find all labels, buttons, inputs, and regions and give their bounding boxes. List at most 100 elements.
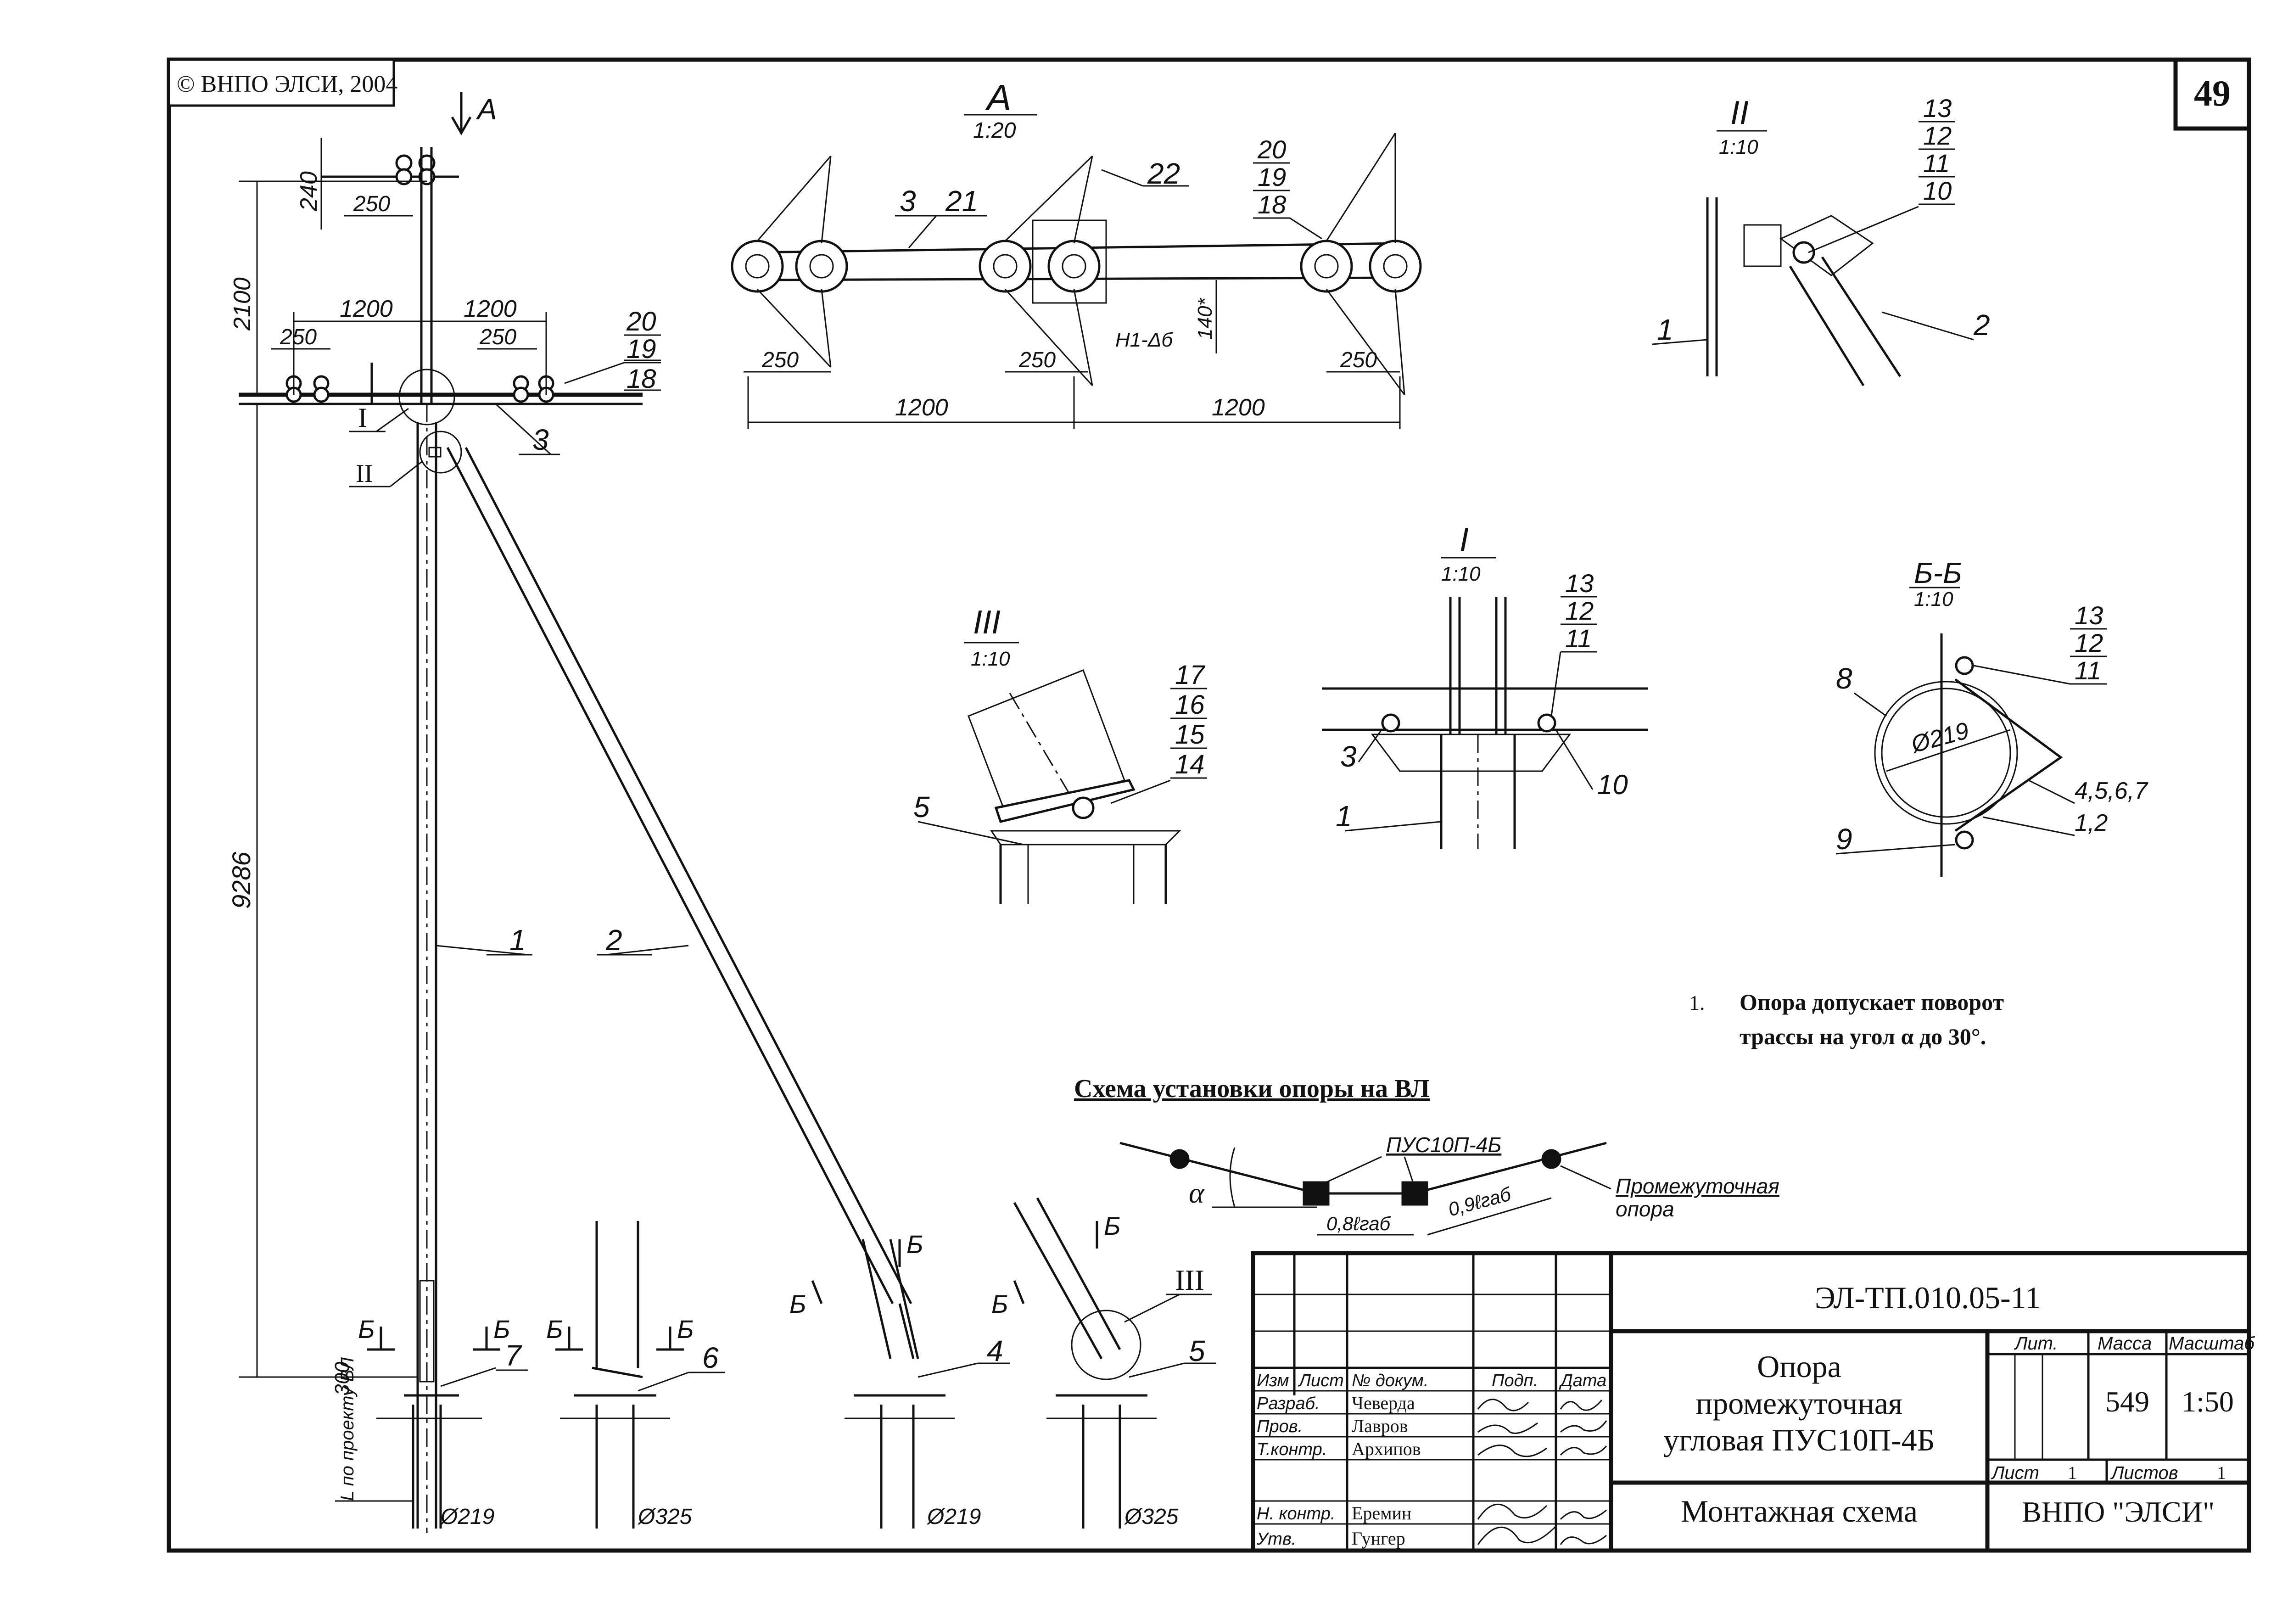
- detail-ii-callout-1: 1: [1657, 313, 1673, 346]
- callout-III-main: III: [1175, 1264, 1204, 1296]
- dim-250-left: 250: [280, 325, 317, 349]
- sheet-value: 1: [2068, 1462, 2077, 1483]
- drawing-frame: © ВНПО ЭЛСИ, 2004 49: [167, 57, 2251, 1553]
- detail-ii-callout-11: 11: [1923, 149, 1950, 178]
- detail-iii-callout-15: 15: [1175, 720, 1205, 750]
- dim-240: 240: [296, 171, 322, 212]
- dim-1200-right: 1200: [464, 296, 517, 322]
- view-a-callout-21: 21: [945, 185, 978, 218]
- role-utv: Утв.: [1256, 1529, 1296, 1549]
- copyright-text: © ВНПО ЭЛСИ, 2004: [177, 71, 397, 97]
- callout-6: 6: [702, 1341, 719, 1374]
- pole-node-3: [1401, 1181, 1428, 1206]
- callout-7: 7: [505, 1339, 522, 1372]
- detail-ii-title: II: [1730, 95, 1749, 131]
- section-bb-callout-12: 12: [2075, 628, 2103, 657]
- col-izm: Изм: [1257, 1371, 1289, 1390]
- org-name: ВНПО "ЭЛСИ": [2022, 1495, 2215, 1528]
- view-a-callout-18: 18: [1258, 190, 1286, 219]
- insulators-crossarm: [285, 375, 554, 403]
- section-bb: Б-Б 1:10 Ø219 13 12 11 8 4,5,6,7 1,2 9: [1835, 556, 2148, 877]
- callout-I-main: I: [358, 403, 367, 433]
- name-prov: Лавров: [1352, 1416, 1408, 1436]
- dim-250-right: 250: [479, 325, 516, 349]
- detail-i: I 1:10 13 12 11 3 10 1: [1322, 521, 1648, 849]
- callout-2-main: 2: [605, 924, 622, 957]
- view-a-callout-20: 20: [1257, 135, 1286, 164]
- callout-20: 20: [626, 307, 656, 336]
- name-utv: Гунгер: [1352, 1528, 1405, 1549]
- section-bb-callout-4567: 4,5,6,7: [2075, 778, 2148, 804]
- detail-iii-scale: 1:10: [971, 648, 1010, 670]
- col-data: Дата: [1559, 1371, 1606, 1390]
- pole-node-2: [1303, 1181, 1330, 1206]
- scheme-intermediate-1: Промежуточная: [1616, 1174, 1779, 1198]
- sheet-label: Лист: [1991, 1463, 2039, 1483]
- scale-value: 1:50: [2182, 1385, 2234, 1418]
- view-arrow-label: А: [476, 93, 497, 126]
- foundation-view-5: Б Б III 5 Ø325: [991, 1197, 1216, 1529]
- note-line-2: трассы на угол α до 30°.: [1740, 1024, 1986, 1049]
- detail-i-callout-12: 12: [1565, 596, 1594, 625]
- scheme-support-label: ПУС10П-4Б: [1386, 1133, 1501, 1157]
- detail-i-callout-10: 10: [1597, 769, 1628, 800]
- detail-iii-callout-17: 17: [1175, 660, 1206, 690]
- subtitle: Монтажная схема: [1681, 1494, 1918, 1529]
- foundation-view-6: Б Б 6 Ø325: [546, 1221, 725, 1529]
- detail-ii-callout-12: 12: [1923, 121, 1952, 150]
- section-mark-b-2: Б: [493, 1315, 510, 1344]
- callout-4: 4: [987, 1334, 1003, 1367]
- detail-iii: III 1:10 17 16 15 14 5: [913, 604, 1207, 904]
- view-a-dim-250-3: 250: [1340, 348, 1377, 372]
- section-bb-callout-8: 8: [1836, 662, 1852, 695]
- section-bb-title: Б-Б: [1914, 556, 1962, 589]
- insulator-top: [395, 154, 436, 185]
- sheet-number: 49: [2194, 73, 2231, 114]
- hdr-mass: Масса: [2098, 1333, 2152, 1354]
- title-line-1: Опора: [1757, 1349, 1841, 1384]
- dim-9286: 9286: [227, 851, 256, 909]
- detail-i-callout-13: 13: [1565, 569, 1594, 598]
- diameter-219-a: Ø219: [440, 1505, 494, 1529]
- callout-19: 19: [627, 334, 656, 364]
- detail-i-callout-11: 11: [1565, 624, 1592, 653]
- detail-iii-callout-5: 5: [913, 790, 930, 823]
- section-bb-callout-9: 9: [1836, 823, 1852, 856]
- section-mark-b-3: Б: [546, 1315, 563, 1344]
- pole-node-1: [1169, 1149, 1190, 1169]
- detail-iii-callout-16: 16: [1175, 690, 1205, 720]
- dim-2100: 2100: [229, 277, 256, 331]
- view-a-callout-22: 22: [1147, 157, 1180, 190]
- col-ndoc: № докум.: [1352, 1371, 1428, 1390]
- hdr-scale: Масштаб: [2169, 1333, 2255, 1354]
- note-number: 1.: [1689, 991, 1705, 1014]
- detail-ii-callout-10: 10: [1923, 176, 1952, 205]
- name-nkontr: Еремин: [1352, 1503, 1411, 1523]
- note: 1. Опора допускает поворот трассы на уго…: [1689, 989, 2004, 1049]
- title-line-3: угловая ПУС10П-4Б: [1663, 1422, 1935, 1457]
- note-line-1: Опора допускает поворот: [1740, 989, 2004, 1015]
- scheme-intermediate-2: опора: [1616, 1197, 1674, 1221]
- mass-value: 549: [2105, 1385, 2149, 1418]
- main-view: А 240 250 2100 1200 1200 250: [227, 92, 915, 1533]
- role-prov: Пров.: [1257, 1417, 1303, 1436]
- title-block: Изм Лист № докум. Подп. Дата Разраб. Чев…: [1251, 1251, 2255, 1553]
- detail-i-title: I: [1460, 521, 1469, 558]
- callout-5: 5: [1189, 1334, 1205, 1367]
- section-mark-b-5: Б: [789, 1289, 806, 1318]
- section-bb-callout-11: 11: [2075, 656, 2101, 685]
- section-mark-b-6: Б: [906, 1230, 923, 1259]
- role-tkontr: Т.контр.: [1257, 1440, 1327, 1459]
- detail-ii-callout-13: 13: [1923, 94, 1952, 123]
- callout-3-main: 3: [532, 423, 549, 456]
- role-razrab: Разраб.: [1257, 1394, 1320, 1413]
- dim-300: 300: [331, 1361, 353, 1395]
- col-list: Лист: [1298, 1371, 1344, 1390]
- installation-scheme: Схема установки опоры на ВЛ α ПУС10П-4Б …: [1074, 1075, 1779, 1236]
- view-a-callout-3: 3: [900, 185, 916, 218]
- section-bb-scale: 1:10: [1914, 588, 1953, 610]
- callout-18: 18: [627, 364, 656, 394]
- dim-1200-left: 1200: [340, 296, 393, 322]
- sheets-label: Листов: [2110, 1463, 2178, 1483]
- diameter-219-b: Ø219: [926, 1505, 981, 1529]
